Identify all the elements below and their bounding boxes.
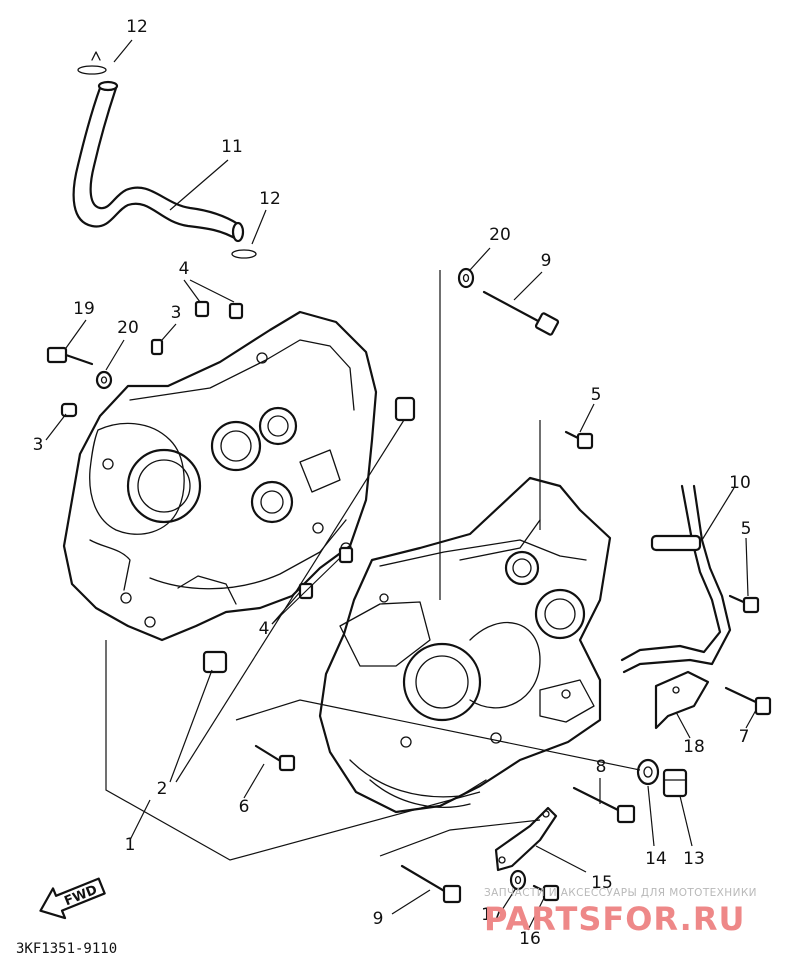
callout-20: 20	[117, 318, 139, 338]
diagram-code: 3KF1351-9110	[16, 941, 117, 957]
callout-12: 12	[259, 189, 281, 209]
dowel-pin	[338, 546, 354, 564]
dowel-pin	[228, 302, 244, 320]
callouts: 12 11 12 4 19 20 3 3 20 9 5 10 5 4 2 6 1…	[33, 17, 752, 949]
watermark-subtitle: ЗАПЧАСТИ И АКСЕССУАРЫ ДЛЯ МОТОТЕХНИКИ	[484, 887, 757, 899]
watermark: ЗАПЧАСТИ И АКСЕССУАРЫ ДЛЯ МОТОТЕХНИКИ PA…	[484, 887, 757, 938]
bolt	[254, 744, 296, 772]
callout-6: 6	[239, 797, 250, 817]
watermark-logo: PARTSFOR.RU	[484, 900, 745, 938]
bolt	[482, 290, 560, 336]
bolt	[46, 346, 94, 366]
bracket	[654, 670, 710, 730]
dowel-pin	[194, 300, 210, 318]
plug	[60, 402, 78, 418]
callout-5: 5	[741, 519, 752, 539]
plate	[494, 806, 558, 872]
breather-hose	[72, 80, 245, 243]
callout-7: 7	[739, 727, 750, 747]
callout-9: 9	[541, 251, 552, 271]
bolt	[564, 430, 594, 450]
drain-plug	[662, 768, 688, 798]
washer	[95, 370, 113, 390]
callout-12: 12	[126, 17, 148, 37]
bolt	[728, 594, 760, 614]
callout-2: 2	[157, 779, 168, 799]
callout-11: 11	[221, 137, 243, 157]
callout-3: 3	[33, 435, 44, 455]
callout-13: 13	[683, 849, 705, 869]
collar	[202, 650, 228, 674]
callout-4: 4	[179, 259, 190, 279]
bolt	[724, 686, 772, 716]
plug	[150, 338, 164, 356]
callout-4: 4	[259, 619, 270, 639]
callout-5: 5	[591, 385, 602, 405]
bolt	[572, 786, 636, 824]
washer	[509, 869, 527, 891]
callout-15: 15	[591, 873, 613, 893]
bolt	[532, 884, 560, 902]
callout-18: 18	[683, 737, 705, 757]
washer	[457, 267, 475, 289]
callout-20: 20	[489, 225, 511, 245]
right-crankcase	[318, 476, 612, 814]
fwd-arrow: FWD	[39, 877, 106, 920]
callout-10: 10	[729, 473, 751, 493]
callout-8: 8	[596, 757, 607, 777]
callout-9: 9	[373, 909, 384, 929]
hose-clip-lower	[231, 249, 257, 259]
leader-lines	[45, 39, 757, 931]
callout-16: 16	[519, 929, 541, 949]
callout-14: 14	[645, 849, 667, 869]
callout-1: 1	[125, 835, 136, 855]
left-crankcase	[62, 310, 378, 642]
pipe	[620, 484, 732, 674]
gasket	[636, 758, 660, 786]
collar	[394, 396, 416, 422]
hose-clip-top	[77, 51, 107, 75]
callout-19: 19	[73, 299, 95, 319]
callout-3: 3	[171, 303, 182, 323]
bolt	[400, 864, 462, 904]
callout-17: 17	[481, 905, 503, 925]
